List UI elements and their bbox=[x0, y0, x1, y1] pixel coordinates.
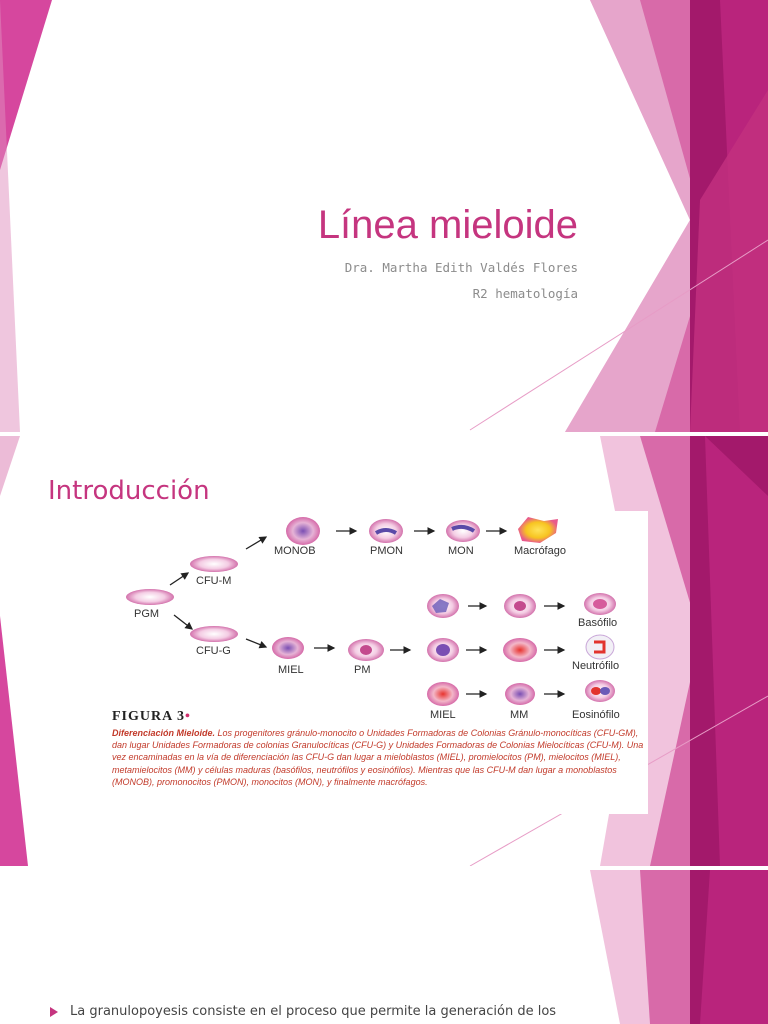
macrofago-cell bbox=[518, 517, 558, 543]
label-miel-1: MIEL bbox=[278, 664, 304, 676]
figure-label-text: FIGURA 3 bbox=[112, 709, 185, 724]
label-pm: PM bbox=[354, 664, 371, 676]
cfu-m-cell bbox=[190, 556, 238, 572]
monob-cell bbox=[286, 517, 320, 545]
label-cfu-g: CFU-G bbox=[196, 645, 231, 657]
author-role: R2 hematología bbox=[472, 286, 578, 301]
myeloid-differentiation-figure: MONOB PMON MON Macrófago CFU-M PGM Basóf… bbox=[88, 511, 648, 814]
caption-body: Los progenitores gránulo-monocito o Unid… bbox=[112, 728, 644, 787]
slide-decoration bbox=[590, 870, 768, 1024]
pgm-cell bbox=[126, 589, 174, 605]
label-eosinofilo: Eosinófilo bbox=[572, 709, 620, 721]
bullet-arrow-icon bbox=[50, 1006, 58, 1017]
label-pgm: PGM bbox=[134, 608, 160, 620]
miel-cell-1 bbox=[272, 637, 304, 659]
label-macrofago: Macrófago bbox=[514, 545, 566, 557]
miel-cell-2 bbox=[427, 682, 459, 706]
author-name: Dra. Martha Edith Valdés Flores bbox=[344, 260, 578, 275]
label-monob: MONOB bbox=[274, 545, 316, 557]
metamielocito-cell bbox=[503, 638, 537, 662]
title-slide: Línea mieloide Dra. Martha Edith Valdés … bbox=[0, 0, 768, 432]
label-basofilo: Basófilo bbox=[578, 617, 618, 629]
label-neutrofilo: Neutrófilo bbox=[572, 660, 620, 672]
figure-diagram bbox=[126, 517, 616, 706]
figure-label: FIGURA 3• bbox=[112, 709, 191, 724]
caption-title: Diferenciación Mieloide. bbox=[112, 728, 216, 738]
neutrofilo-cell bbox=[585, 634, 615, 660]
slide-decoration bbox=[0, 0, 768, 432]
figure-caption: Diferenciación Mieloide. Los progenitore… bbox=[112, 727, 647, 788]
label-cfu-m: CFU-M bbox=[196, 575, 232, 587]
bullet-text: La granulopoyesis consiste en el proceso… bbox=[70, 1004, 557, 1019]
label-pmon: PMON bbox=[370, 545, 403, 557]
label-miel-2: MIEL bbox=[430, 709, 456, 721]
content-slide bbox=[0, 870, 768, 1024]
label-mon: MON bbox=[448, 545, 474, 557]
mm-cell bbox=[505, 683, 535, 705]
mon-cell bbox=[446, 520, 480, 542]
slide-title: Línea mieloide bbox=[317, 203, 578, 247]
cfu-g-cell bbox=[190, 626, 238, 642]
bullet-item: La granulopoyesis consiste en el proceso… bbox=[50, 1004, 556, 1019]
section-heading: Introducción bbox=[48, 476, 210, 506]
label-mm: MM bbox=[510, 709, 529, 721]
